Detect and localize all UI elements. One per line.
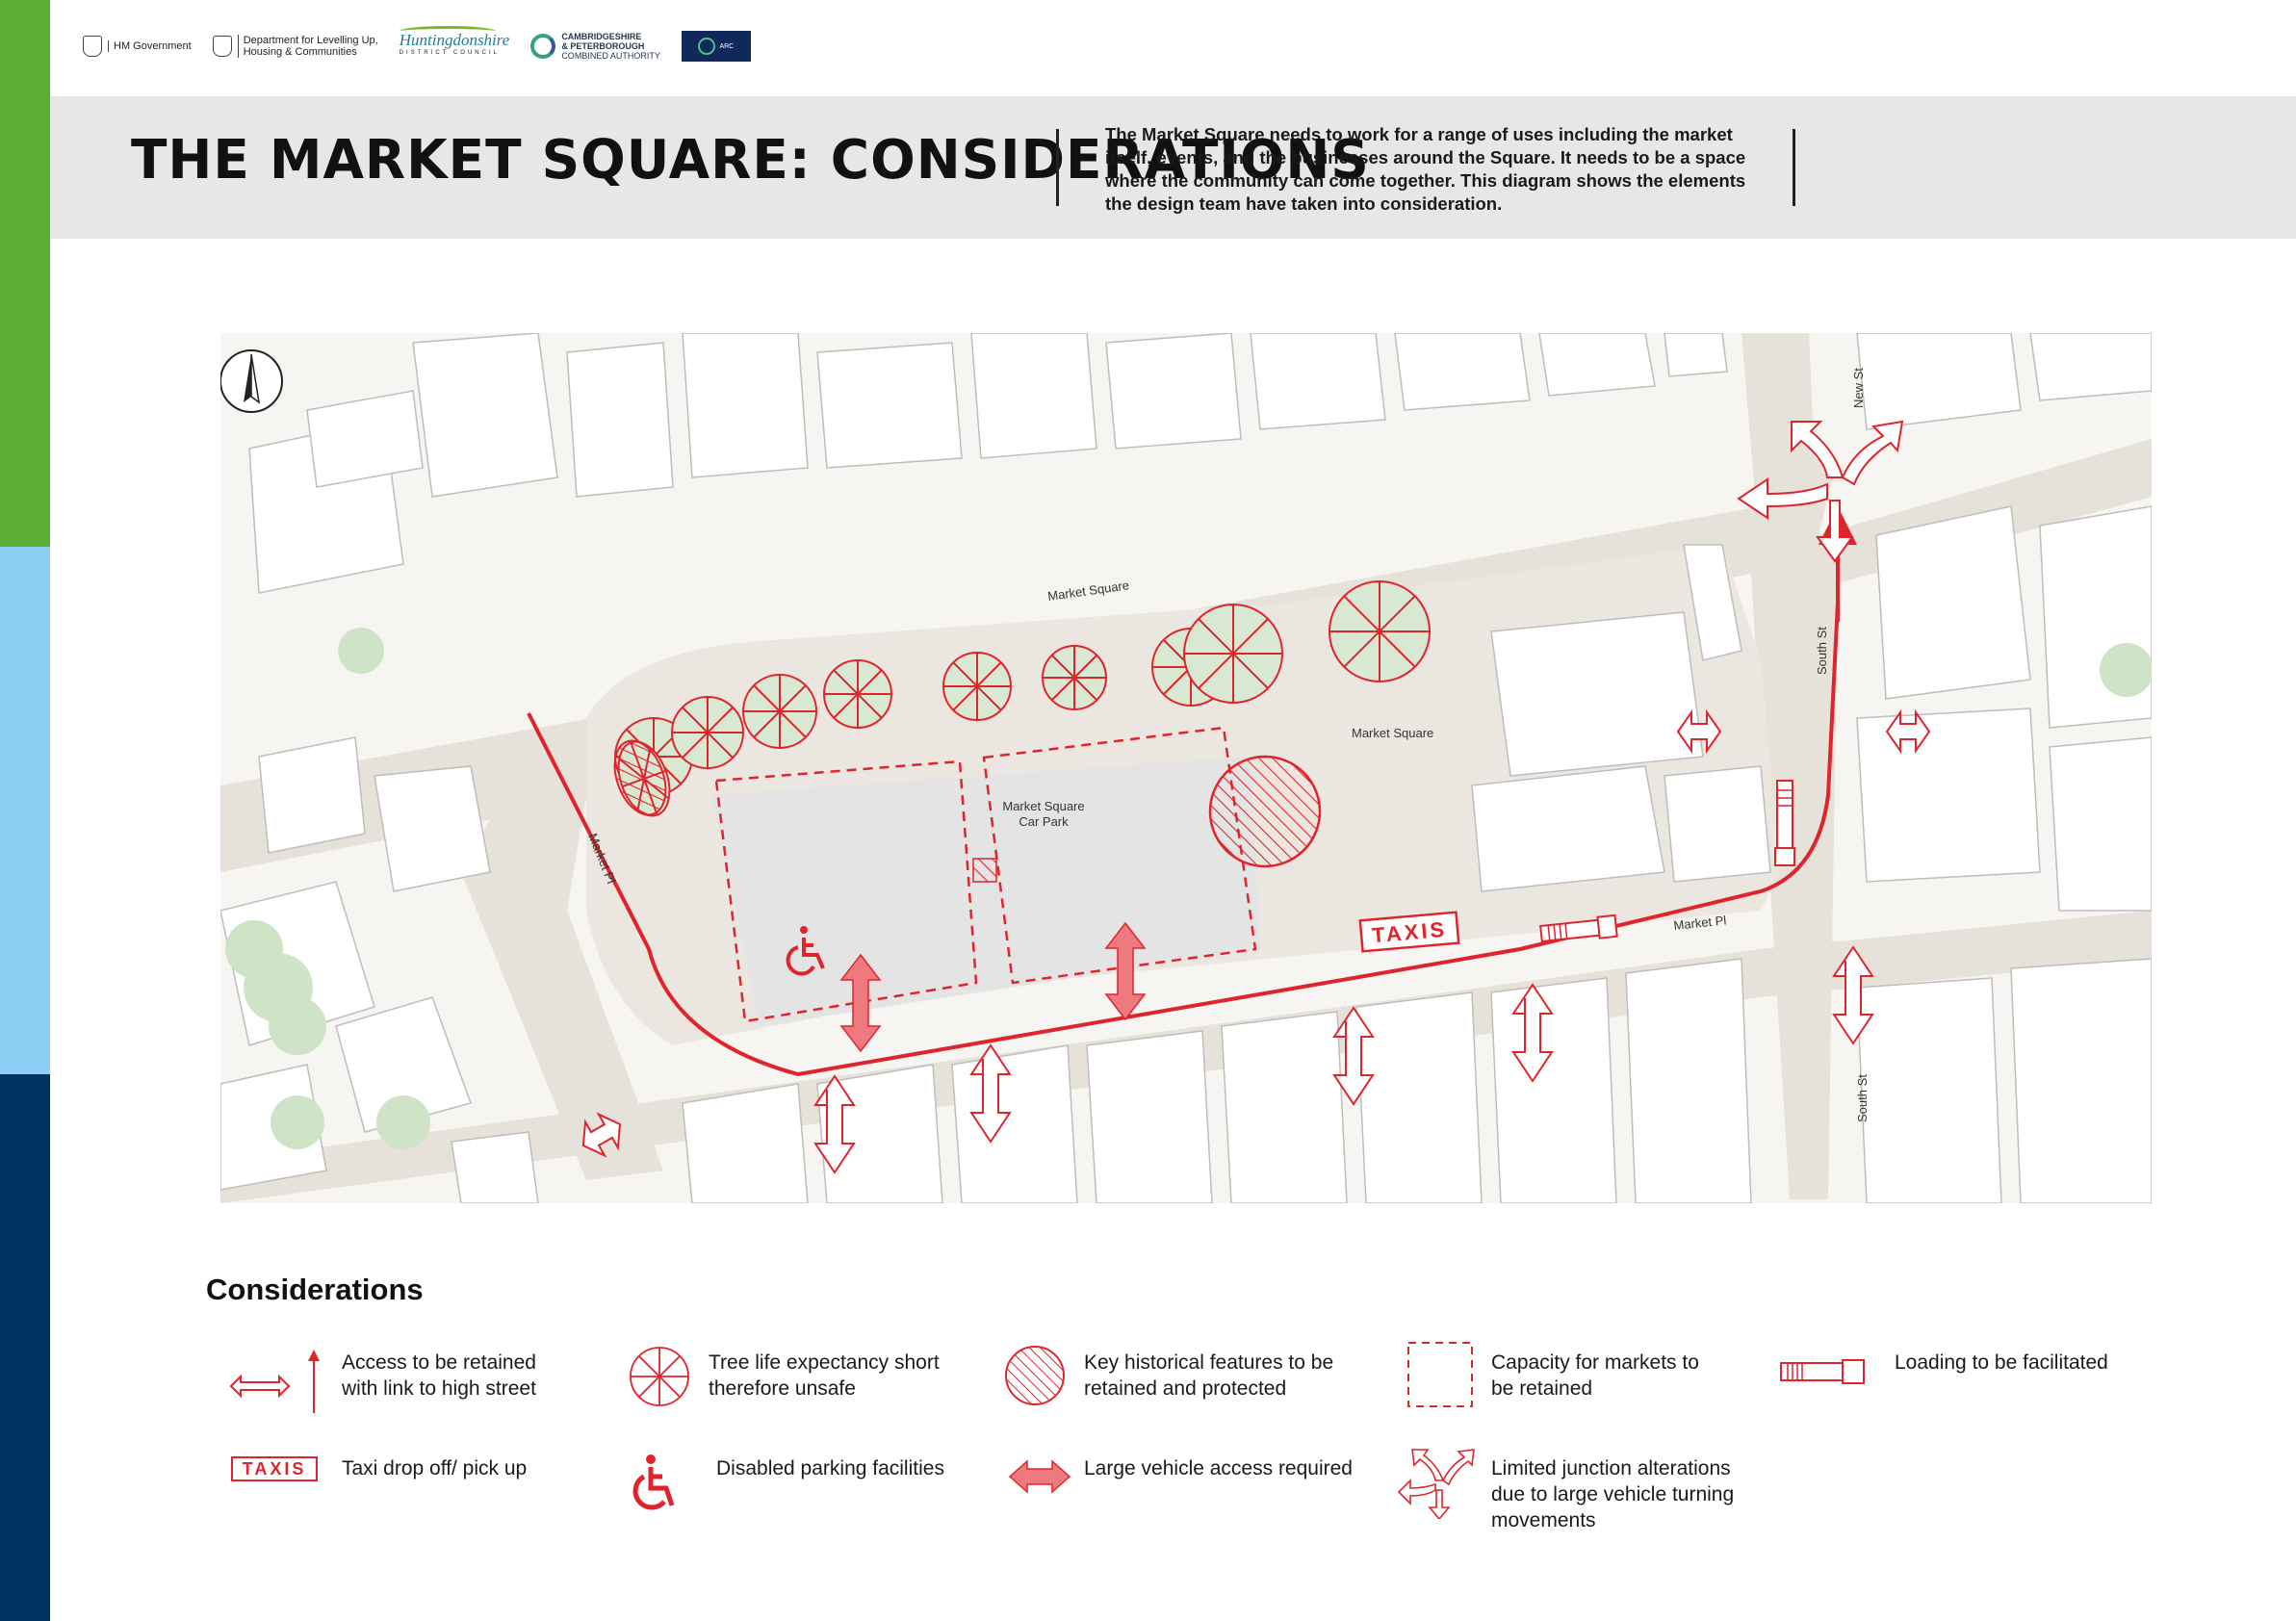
legend-item-junction-line3: movements [1491,1509,1596,1531]
legend-item-historic-line2: retained and protected [1084,1377,1287,1400]
market-capacity-areas [714,726,1257,1023]
cpca-line2: & PETERBOROUGH [561,41,645,51]
access-arrows [581,708,1931,1174]
disabled-legend-icon [632,1454,675,1510]
hm-government-logo: HM Government [83,36,192,57]
intro-divider [1793,129,1795,206]
north-arrow-icon [220,349,283,413]
royal-crest-icon [212,36,232,57]
legend-item-junction-line1: Limited junction alterations [1491,1457,1731,1479]
cpca-ring-icon [530,34,556,59]
cpca-logo: CAMBRIDGESHIRE & PETERBOROUGH COMBINED A… [530,32,660,61]
dluhc-line2: Housing & Communities [243,46,357,58]
junction-arrows [1737,420,1904,563]
legend-item-capacity-line1: Capacity for markets to [1491,1351,1699,1374]
legend-title: Considerations [206,1273,424,1306]
legend-item-loading-line1: Loading to be facilitated [1895,1351,2108,1374]
access-route-line [527,602,1840,1077]
legend-item-taxi-line1: Taxi drop off/ pick up [342,1457,528,1479]
cpca-line1: CAMBRIDGESHIRE [561,32,642,41]
legend-item-tree-line2: therefore unsafe [709,1377,856,1400]
dluhc-label: Department for Levelling Up, Housing & C… [237,35,378,58]
historic-feature-legend-icon [1005,1346,1065,1405]
large-vehicle-legend-icon [1008,1459,1071,1494]
legend-item-access: Access to be retained with link to high … [342,1350,659,1402]
sidebar-color-bands [0,0,50,1621]
legend-item-capacity-line2: be retained [1491,1377,1593,1400]
dluhc-logo: Department for Levelling Up, Housing & C… [212,35,378,58]
market-capacity-legend-icon [1407,1342,1473,1407]
legend-item-large-vehicle-line1: Large vehicle access required [1084,1457,1353,1479]
buildings [220,333,2152,1203]
page-title: THE MARKET SQUARE: CONSIDERATIONS [131,129,1370,192]
hm-government-label: HM Government [108,40,192,52]
label-new-st: New St [1851,368,1866,408]
loading-bay-east [1774,780,1795,866]
legend-item-access-line2: with link to high street [342,1377,536,1400]
legend-item-junction: Limited junction alterations due to larg… [1491,1455,1809,1533]
large-vehicle-arrows [839,921,1147,1053]
legend-item-disabled: Disabled parking facilities [716,1455,1034,1481]
cpca-label: CAMBRIDGESHIRE & PETERBOROUGH COMBINED A… [561,32,660,61]
label-south-st-south: South St [1855,1074,1870,1122]
sidebar-navy-band [0,1074,50,1621]
access-legend-icon [229,1350,320,1413]
header-banner [50,96,2296,239]
unsafe-tree-legend-icon [630,1347,689,1406]
legend-item-access-line1: Access to be retained [342,1351,536,1374]
cpca-line3: COMBINED AUTHORITY [561,51,660,61]
dluhc-line1: Department for Levelling Up, [243,35,378,46]
taxis-sign: TAXIS [1358,911,1460,953]
label-market-pl-south: Market Pl [1673,913,1727,933]
legend-item-tree: Tree life expectancy short therefore uns… [709,1350,1026,1402]
huntingdonshire-logo: Huntingdonshire DISTRICT COUNCIL [399,25,510,59]
historic-feature-ellipse [613,739,667,816]
disabled-parking-icon [786,926,825,976]
legend-item-capacity: Capacity for markets to be retained [1491,1350,1809,1402]
legend-item-taxi: Taxi drop off/ pick up [342,1455,659,1481]
partner-logos: HM Government Department for Levelling U… [83,25,751,65]
huntingdonshire-label: Huntingdonshire [399,25,510,49]
junction-legend-icon [1398,1449,1475,1519]
taxi-legend-icon: TAXIS [231,1456,318,1481]
legend-item-historic: Key historical features to be retained a… [1084,1350,1402,1402]
label-south-st-north: South St [1815,627,1829,675]
legend-item-tree-line1: Tree life expectancy short [709,1351,940,1374]
market-square-map: TAXIS Market Square Market Square Market… [220,333,2152,1203]
label-car-park-line2: Car Park [1019,814,1069,829]
huntingdonshire-sub: DISTRICT COUNCIL [399,49,500,56]
oxcam-arc-logo: ARC [681,31,751,62]
historic-feature-large [1208,755,1322,868]
legend-item-loading: Loading to be facilitated [1895,1350,2212,1376]
loading-legend-icon [1780,1359,1865,1384]
oxcam-dot-icon [698,38,716,55]
title-divider [1056,129,1059,206]
sidebar-light-blue-band [0,547,50,1074]
legend-item-junction-line2: due to large vehicle turning [1491,1483,1735,1505]
intro-text: The Market Square needs to work for a ra… [1105,124,1746,214]
historic-feature-small [972,858,997,883]
existing-trees [225,628,2152,1149]
royal-crest-icon [83,36,102,57]
label-car-park-line1: Market Square [1002,799,1084,813]
label-market-square-area: Market Square [1352,726,1433,740]
legend-item-large-vehicle: Large vehicle access required [1084,1455,1402,1481]
sidebar-green-band [0,0,50,547]
legend-item-historic-line1: Key historical features to be [1084,1351,1334,1374]
legend-item-disabled-line1: Disabled parking facilities [716,1457,944,1479]
loading-bay-south [1539,913,1618,943]
oxcam-label: ARC [719,42,735,50]
